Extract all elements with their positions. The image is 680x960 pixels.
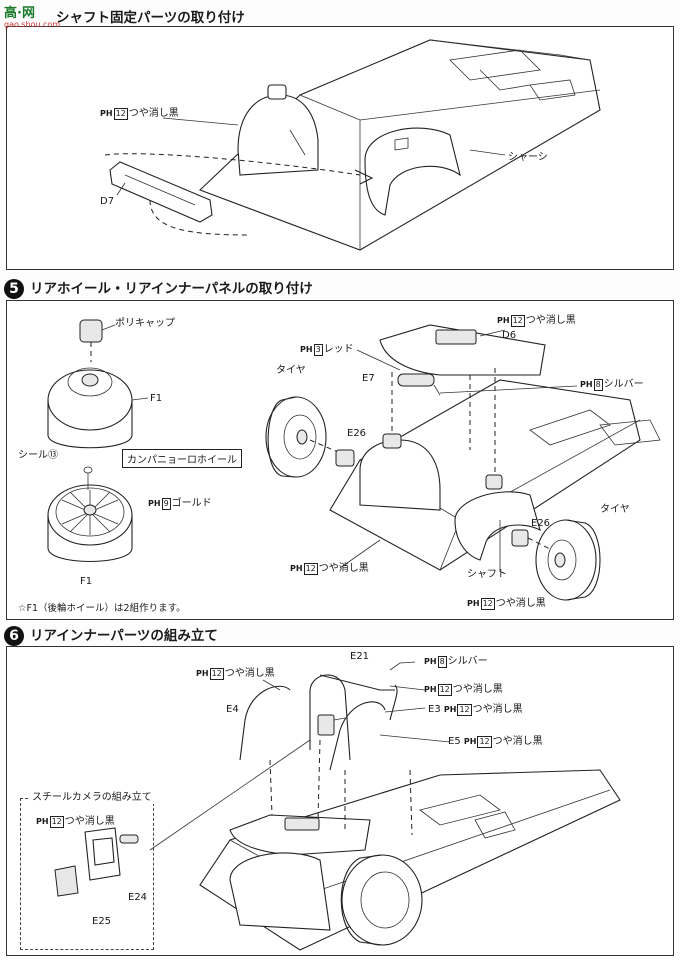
ph-mark: PH [300, 345, 313, 354]
ph-mark: PH [424, 657, 437, 666]
paint-name: つや消し黒 [224, 668, 275, 679]
paint-name: つや消し黒 [318, 563, 369, 574]
seal-number: ⑬ [48, 450, 58, 461]
ph-mark: PH [497, 316, 510, 325]
section-4-title-text: シャフト固定パーツの取り付け [56, 10, 245, 26]
paint-name: レッド [323, 344, 354, 355]
paint-code: 12 [49, 816, 64, 828]
chassis-label: シャーシ [508, 152, 548, 163]
section-5-title-text: リアホイール・リアインナーパネルの取り付け [30, 281, 313, 297]
ph-mark: PH [290, 564, 303, 573]
paint-name: ゴールド [171, 498, 212, 509]
paint-code: 12 [457, 704, 472, 716]
paint-name: つや消し黒 [64, 816, 115, 827]
paint-code: 3 [313, 344, 323, 356]
part-e4-label: E4 [226, 704, 239, 715]
part-e25-label: E25 [92, 916, 112, 927]
ph-mark: PH [424, 685, 437, 694]
section-5-title: 5 リアホイール・リアインナーパネルの取り付け [4, 277, 313, 299]
ph-mark: PH [443, 705, 457, 714]
paint-code: 12 [209, 668, 224, 680]
paint-name: つや消し黒 [452, 684, 503, 695]
paint-code: 8 [593, 379, 603, 391]
watermark-url: gao.shou.com [4, 20, 61, 29]
paint-name: つや消し黒 [525, 315, 576, 326]
part-d6-label: D6 [502, 330, 517, 341]
ph-mark: PH [148, 499, 161, 508]
seal-text: シール [18, 450, 48, 461]
paint-code: 9 [161, 498, 171, 510]
section-4-illustration [104, 39, 601, 251]
ph-mark: PH [196, 669, 209, 678]
section-5-illustration [47, 319, 661, 601]
part-e26-right-label: E26 [531, 518, 551, 529]
paint-name: つや消し黒 [495, 598, 546, 609]
section-4-panel [6, 26, 674, 270]
seal-label: シール⑬ [18, 450, 58, 462]
ph-mark: PH [463, 737, 477, 746]
ph-mark: PH [580, 380, 593, 389]
paint-name: つや消し黒 [472, 704, 523, 715]
paint-code: 12 [480, 598, 495, 610]
part-f1-top-label: F1 [150, 393, 163, 404]
part-d7-label: D7 [100, 196, 115, 207]
tire-right-label: タイヤ [600, 504, 630, 515]
part-e26-left-label: E26 [347, 428, 367, 439]
paint-name: シルバー [603, 379, 644, 390]
tire-left-label: タイヤ [276, 365, 306, 376]
section-6-number: 6 [4, 626, 24, 646]
section-6-title: 6 リアインナーパーツの組み立て [4, 624, 218, 646]
watermark-logo: 高·网 [4, 6, 35, 21]
part-e24-label: E24 [128, 892, 148, 903]
paint-code: 12 [113, 108, 128, 120]
campagnolo-wheel-label: カンパニョーロホイール [122, 449, 242, 468]
ph-mark: PH [100, 109, 113, 118]
paint-code: 12 [477, 736, 492, 748]
part-f1-bottom-label: F1 [80, 576, 93, 587]
camera-inset-title: スチールカメラの組み立て [30, 792, 154, 804]
section-5-number: 5 [4, 279, 24, 299]
ph-mark: PH [36, 817, 49, 826]
ph-mark: PH [467, 599, 480, 608]
part-e5: E5 [448, 736, 461, 747]
part-e21-label: E21 [350, 651, 370, 662]
paint-code: 8 [437, 656, 447, 668]
rear-wheel-note: ☆F1（後輪ホイール）は2組作ります。 [18, 603, 186, 614]
part-e3: E3 [428, 704, 441, 715]
part-e7-label: E7 [362, 373, 375, 384]
paint-name: シルバー [447, 656, 488, 667]
section-6-title-text: リアインナーパーツの組み立て [30, 628, 218, 644]
paint-code: 12 [437, 684, 452, 696]
section-4-title: シャフト固定パーツの取り付け [56, 6, 245, 26]
poly-cap-label: ポリキャップ [115, 318, 175, 329]
paint-name: つや消し黒 [492, 736, 543, 747]
paint-code: 12 [303, 563, 318, 575]
paint-name: つや消し黒 [128, 108, 179, 119]
paint-code: 12 [510, 315, 525, 327]
shaft-label: シャフト [467, 569, 507, 580]
